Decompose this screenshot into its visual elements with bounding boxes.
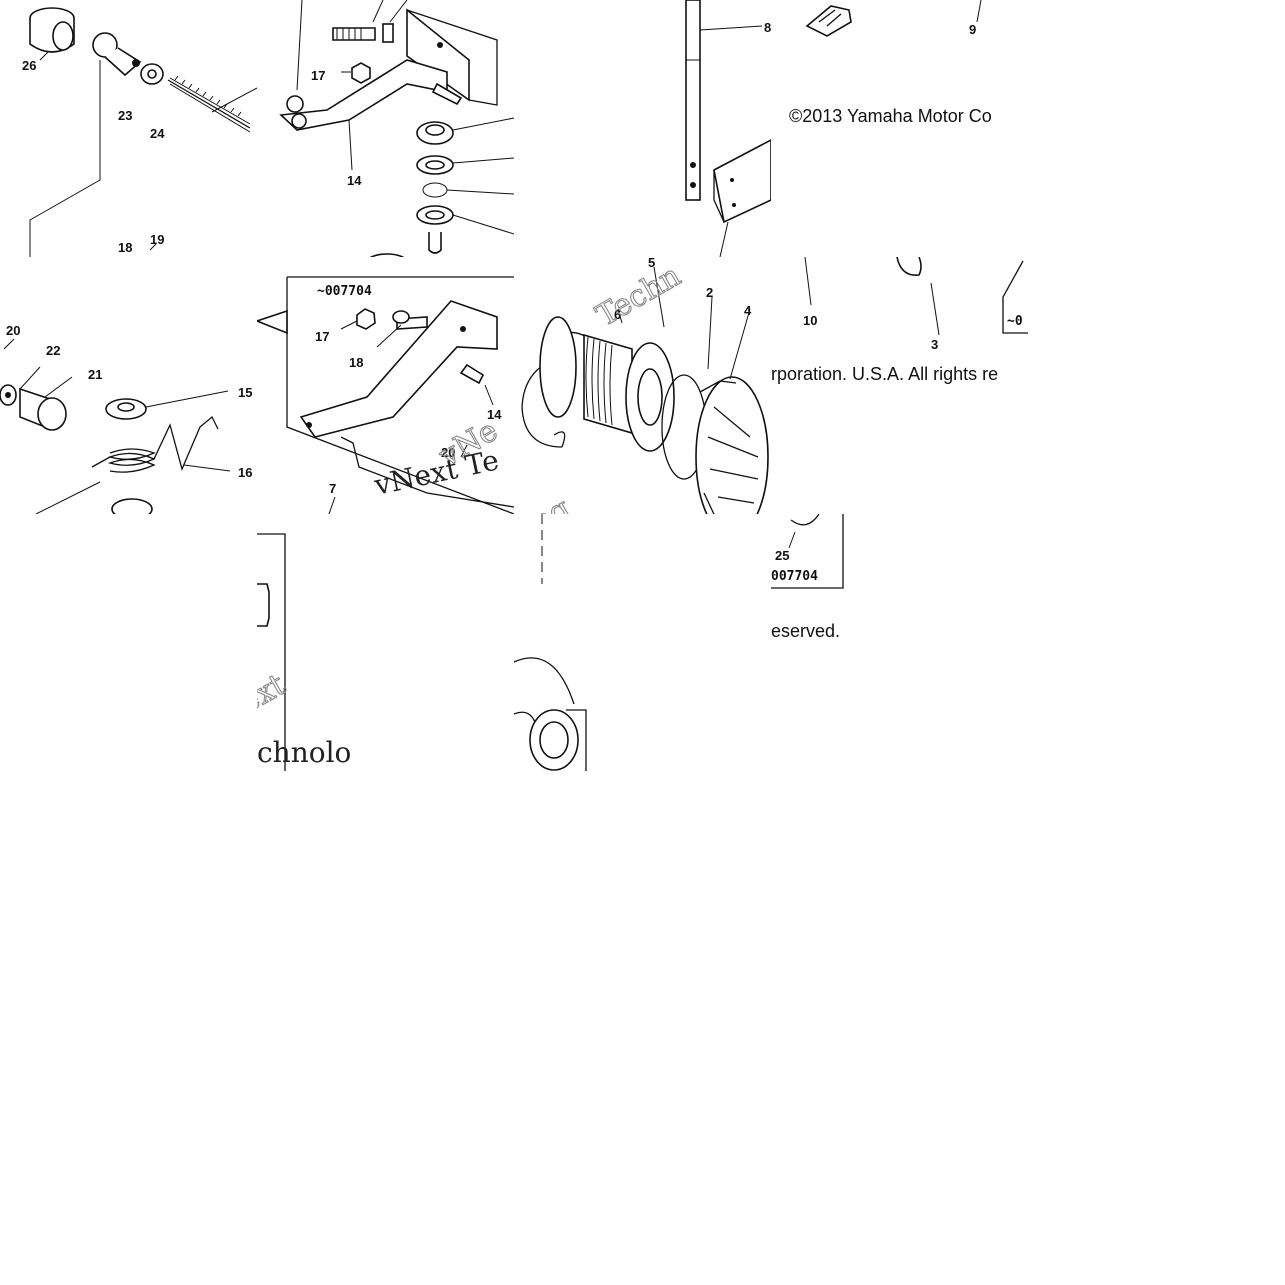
diagram-tile-r1c1: ~007704 17 18 14 20 7 vNe vNext Te (257, 257, 514, 514)
diagram-tile-r0c2: 8 (514, 0, 771, 257)
callout-3: 3 (931, 337, 938, 352)
callout-16: 16 (238, 465, 252, 480)
watermark-fragment: vNext Te (371, 443, 502, 502)
callout-2: 2 (706, 285, 713, 300)
diagram-tile-r0c3: 9 (771, 0, 1028, 257)
callout-20-inset: 20 (441, 445, 455, 460)
copyright-fragment: rporation. U.S.A. All rights re (771, 364, 999, 384)
callout-14-inset: 14 (487, 407, 502, 422)
callout-22: 22 (46, 343, 60, 358)
callout-19: 19 (150, 232, 164, 247)
callout-4: 4 (744, 303, 752, 318)
callout-15: 15 (497, 254, 511, 257)
callout-23: 23 (118, 108, 132, 123)
copyright-fragment: eserved. (771, 621, 841, 641)
serial-label: 007704 (771, 569, 818, 584)
diagram-tile-r2c1: ext chnolo (257, 514, 514, 771)
inset-serial: ~007704 (317, 284, 372, 299)
diagram-tile-r2c2 (514, 514, 771, 771)
callout-8: 8 (764, 20, 771, 35)
watermark-fragment: olog (514, 491, 576, 514)
diagram-tile-r1c3: 10 3 ~0 (771, 257, 1028, 514)
copyright-fragment: ©2013 Yamaha Motor Co (789, 106, 992, 126)
diagram-tile-r1c2: 5 6 2 4 Techn olog (514, 257, 771, 514)
watermark-fragment: chnolo (257, 736, 351, 769)
callout-9: 9 (969, 22, 976, 37)
callout-6: 6 (614, 307, 621, 322)
callout-17-inset: 17 (315, 329, 329, 344)
callout-7: 7 (329, 481, 336, 496)
callout-5: 5 (648, 257, 655, 270)
callout-20: 20 (6, 323, 20, 338)
callout-21: 21 (88, 367, 102, 382)
diagram-tile-r0c1: 17 14 15 (257, 0, 514, 257)
callout-24: 24 (150, 126, 165, 141)
callout-17: 17 (311, 68, 325, 83)
diagram-tile-r0c0: 26 23 24 18 19 (0, 0, 257, 257)
callout-14: 14 (347, 173, 362, 188)
watermark-fragment: ext (257, 667, 291, 721)
callout-18: 18 (118, 240, 132, 255)
diagram-tile-r2c3: 25 007704 (771, 514, 1028, 771)
callout-serial-partial: ~0 (1007, 314, 1023, 329)
callout-26: 26 (22, 58, 36, 73)
callout-18-inset: 18 (349, 355, 363, 370)
callout-10: 10 (803, 313, 817, 328)
diagram-tile-r1c0: 20 22 21 15 3 16 2 1 (0, 257, 257, 514)
watermark-fragment: Techn (591, 258, 687, 334)
callout-15-left: 15 (238, 385, 252, 400)
callout-25: 25 (775, 548, 789, 563)
